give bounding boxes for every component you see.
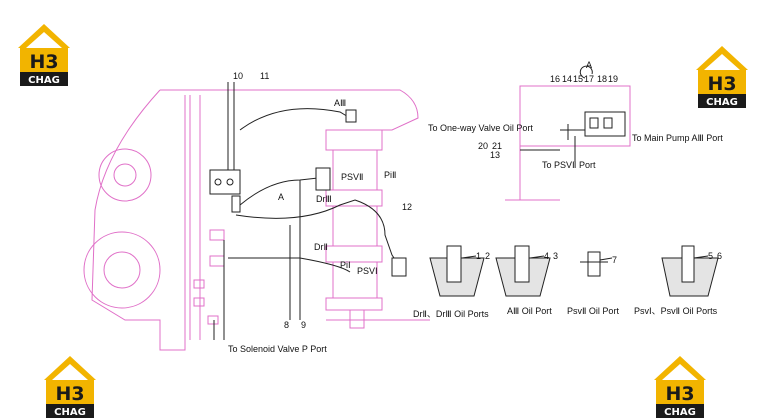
brand-logo-bottom-left: H3 CHAG: [44, 356, 96, 418]
caption-psv2-oil: PsvⅡ Oil Port: [567, 306, 619, 316]
part-number: 16: [550, 74, 560, 84]
label-view-a-top: A: [586, 60, 592, 70]
part-number: 6: [717, 251, 722, 261]
label-psv2: PSVⅡ: [341, 172, 363, 182]
logo-mark: H3: [707, 73, 736, 95]
caption-dr-ports: DrⅡ、DrⅢ Oil Ports: [413, 309, 489, 319]
logo-mark: H3: [55, 383, 84, 405]
part-number: 15: [573, 74, 583, 84]
section-psv12-ports: [661, 245, 719, 297]
label-solenoid: To Solenoid Valve P Port: [228, 344, 327, 354]
brand-logo-top-left: H3 CHAG: [18, 24, 70, 86]
part-number: 5: [708, 251, 713, 261]
part-number: 20: [478, 141, 488, 151]
part-number: 1: [476, 251, 481, 261]
label-one-way: To One-way Valve Oil Port: [428, 123, 533, 133]
logo-word: CHAG: [28, 75, 60, 86]
part-number: 14: [562, 74, 572, 84]
part-number: 2: [485, 251, 490, 261]
logo-word: CHAG: [54, 407, 86, 418]
brand-logo-top-right: H3 CHAG: [696, 46, 748, 108]
section-psv2-port: [580, 251, 613, 277]
part-number: 12: [402, 202, 412, 212]
part-number: 7: [612, 255, 617, 265]
part-number: 13: [490, 150, 500, 160]
label-main-pump: To Main Pump AⅢ Port: [632, 133, 723, 143]
top-right-assembly: [505, 65, 631, 201]
label-pi1: PiⅠ: [340, 260, 351, 270]
machine-outline: [83, 89, 430, 351]
part-number: 9: [301, 320, 306, 330]
valve-block: [209, 109, 407, 277]
label-dr2: DrⅡ: [314, 242, 328, 252]
part-number: 8: [284, 320, 289, 330]
part-number: 3: [553, 251, 558, 261]
label-pi2: PiⅡ: [384, 170, 396, 180]
part-number: 4: [544, 251, 549, 261]
label-psv1: PSVⅠ: [357, 266, 378, 276]
part-number: 21: [492, 141, 502, 151]
logo-word: CHAG: [706, 97, 738, 108]
section-dr-ports: [429, 245, 485, 297]
part-number: 19: [608, 74, 618, 84]
label-a3: AⅢ: [334, 98, 346, 108]
part-number: 11: [260, 71, 269, 81]
label-dr3: DrⅢ: [316, 194, 332, 204]
caption-psv12-oil: PsvⅠ、PsvⅡ Oil Ports: [634, 306, 718, 316]
logo-mark: H3: [29, 51, 58, 73]
part-number: 17: [584, 74, 594, 84]
part-number: 18: [597, 74, 607, 84]
brand-logo-bottom-right: H3 CHAG: [654, 356, 706, 418]
part-number: 10: [233, 71, 243, 81]
hose-lines: [213, 82, 406, 340]
label-view-a: A: [278, 192, 284, 202]
logo-mark: H3: [665, 383, 694, 405]
section-a3-port: [495, 245, 551, 297]
logo-word: CHAG: [664, 407, 696, 418]
caption-a3-port: AⅢ Oil Port: [507, 306, 552, 316]
label-psv2-port: To PSVⅡ Port: [542, 160, 596, 170]
